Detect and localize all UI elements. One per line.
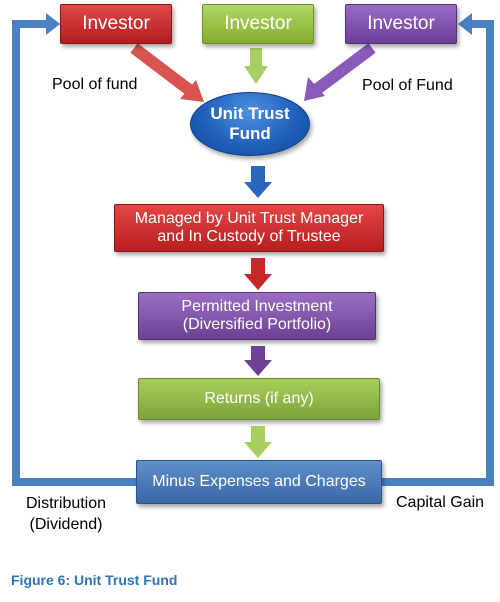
green-investor-arrowhead bbox=[244, 66, 268, 84]
returns-label: Returns (if any) bbox=[204, 389, 314, 407]
blue-down-arrow bbox=[251, 166, 265, 182]
red-investor-arrowhead bbox=[180, 80, 204, 102]
purple-down-arrowhead bbox=[244, 360, 272, 376]
minus-expenses-label: Minus Expenses and Charges bbox=[152, 472, 366, 490]
capital-gain-label: Capital Gain bbox=[396, 494, 485, 511]
green-down-arrowhead bbox=[244, 442, 272, 458]
investor-label: Investor bbox=[224, 13, 292, 35]
managed-label: Managed by Unit Trust Manager and In Cus… bbox=[134, 209, 364, 245]
distribution-loop-arrow bbox=[12, 20, 136, 486]
capital-gain-loop-arrow bbox=[382, 20, 494, 486]
permitted-label: Permitted Investment (Diversified Portfo… bbox=[181, 297, 333, 333]
pool-of-fund-label-right: Pool of Fund bbox=[362, 77, 453, 94]
capital-gain-loop-arrowhead bbox=[458, 13, 472, 35]
unit-trust-fund-node: Unit Trust Fund bbox=[190, 92, 310, 156]
distribution-loop-arrowhead bbox=[46, 13, 60, 35]
purple-down-arrow bbox=[251, 346, 265, 360]
investor-box-left: Investor bbox=[60, 4, 172, 44]
unit-trust-fund-label: Unit Trust Fund bbox=[210, 104, 290, 143]
purple-investor-arrowhead bbox=[304, 77, 325, 101]
red-down-arrowhead bbox=[244, 274, 272, 290]
managed-by-manager-box: Managed by Unit Trust Manager and In Cus… bbox=[114, 204, 384, 252]
permitted-investment-box: Permitted Investment (Diversified Portfo… bbox=[138, 292, 376, 340]
red-investor-arrow bbox=[130, 43, 196, 97]
investor-box-right: Investor bbox=[345, 4, 457, 44]
purple-investor-arrow bbox=[312, 43, 376, 95]
figure-caption: Figure 6: Unit Trust Fund bbox=[11, 572, 178, 588]
red-down-arrow bbox=[251, 258, 265, 274]
green-down-arrow bbox=[251, 426, 265, 442]
investor-box-middle: Investor bbox=[202, 4, 314, 44]
minus-expenses-box: Minus Expenses and Charges bbox=[136, 460, 382, 504]
investor-label: Investor bbox=[82, 13, 150, 35]
pool-of-fund-label-left: Pool of fund bbox=[52, 76, 138, 93]
investor-label: Investor bbox=[367, 13, 435, 35]
distribution-label: Distribution (Dividend) bbox=[26, 495, 107, 533]
returns-box: Returns (if any) bbox=[138, 378, 380, 420]
green-investor-arrow bbox=[250, 48, 262, 66]
blue-down-arrowhead bbox=[244, 182, 272, 198]
